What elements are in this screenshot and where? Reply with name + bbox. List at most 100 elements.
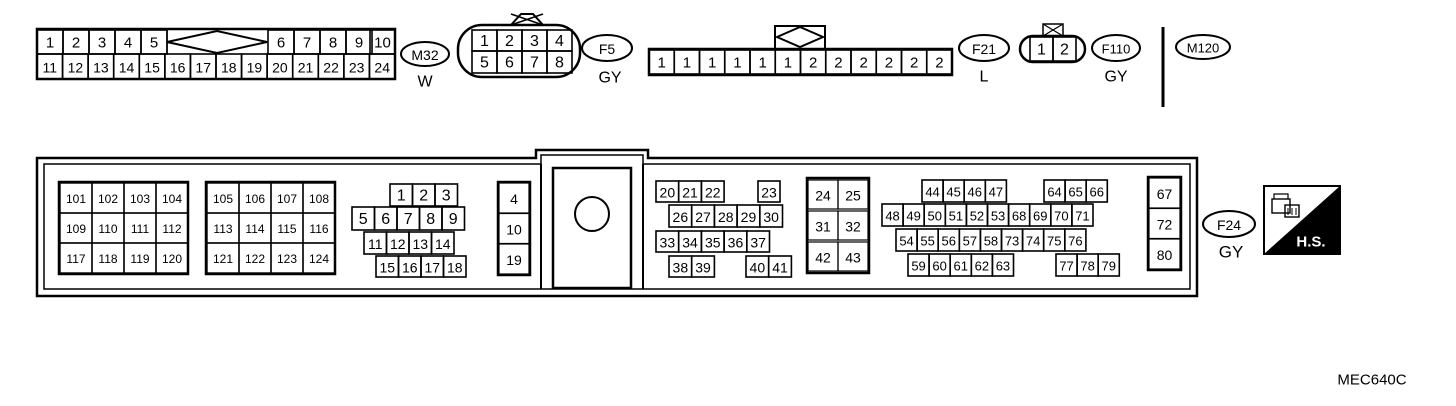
terminal-cell — [434, 183, 459, 207]
terminal-number: 59 — [911, 259, 925, 274]
terminal-number: 52 — [970, 209, 984, 224]
terminal-cell — [758, 204, 784, 228]
terminal-cell — [837, 210, 869, 241]
terminal-number: 24 — [815, 188, 831, 204]
hs-badge-fill — [1264, 186, 1340, 254]
terminal-number: 70 — [1054, 209, 1068, 224]
terminal-number: 11 — [43, 60, 58, 76]
terminal-number: 3 — [530, 33, 539, 50]
connector-f21-id — [958, 34, 1010, 62]
terminal-number: 66 — [1090, 185, 1104, 200]
terminal-number: 101 — [66, 192, 86, 206]
connector-f21-id-label: F21 — [972, 41, 996, 57]
bolt-hole — [574, 196, 610, 232]
terminal-number: 8 — [555, 55, 564, 72]
terminal-number: 122 — [245, 252, 265, 266]
connector-latch — [1042, 23, 1064, 37]
connector-m32-color: W — [417, 74, 433, 91]
terminal-number: 110 — [98, 222, 117, 236]
terminal-number: 38 — [673, 260, 689, 276]
terminal-cell — [1071, 203, 1094, 227]
terminal-number: 80 — [1157, 247, 1173, 263]
terminal-number: 1 — [733, 55, 741, 72]
terminal-number: 1 — [480, 33, 489, 50]
terminal-number: 63 — [996, 259, 1010, 274]
terminal-number: 7 — [303, 35, 311, 52]
terminal-number: 12 — [390, 236, 406, 252]
terminal-number: 56 — [942, 234, 956, 249]
terminal-number: 71 — [1075, 209, 1089, 224]
terminal-cell — [302, 242, 336, 274]
terminal-number: 19 — [247, 60, 263, 76]
terminal-number: 14 — [119, 60, 135, 76]
latch-mark — [510, 13, 544, 26]
terminal-number: 118 — [98, 252, 117, 266]
terminal-number: 1 — [397, 188, 406, 205]
terminal-number: 20 — [660, 185, 676, 201]
bolt-housing — [551, 166, 633, 290]
connector-pictogram-icon — [1271, 193, 1300, 218]
terminal-number: 61 — [954, 259, 968, 274]
terminal-number: 2 — [935, 55, 943, 72]
terminal-number: 16 — [170, 60, 186, 76]
terminal-number: 2 — [885, 55, 893, 72]
connector-f5-id-label: F5 — [599, 41, 616, 57]
terminal-cell — [368, 53, 396, 80]
terminal-number: 17 — [195, 60, 211, 76]
terminal-cell — [546, 50, 573, 74]
terminal-number: 106 — [245, 192, 265, 206]
terminal-number: 64 — [1047, 185, 1061, 200]
terminal-number: 6 — [381, 211, 390, 228]
terminal-number: 31 — [815, 219, 831, 235]
terminal-cell — [984, 179, 1008, 203]
terminal-cell — [837, 179, 869, 210]
terminal-number: 62 — [975, 259, 989, 274]
terminal-number: 40 — [750, 260, 766, 276]
terminal-number: 2 — [809, 55, 817, 72]
terminal-number: 105 — [213, 192, 233, 206]
terminal-number: 77 — [1059, 259, 1073, 274]
terminal-number: 20 — [272, 60, 288, 76]
terminal-number: 12 — [68, 60, 84, 76]
terminal-number: 72 — [1157, 217, 1173, 233]
terminal-number: 42 — [815, 250, 831, 266]
terminal-number: 39 — [695, 260, 711, 276]
ecm-connector-color: GY — [1219, 243, 1244, 262]
terminal-number: 24 — [374, 60, 390, 76]
terminal-number: 11 — [368, 236, 383, 252]
terminal-number: 7 — [530, 55, 539, 72]
terminal-number: 4 — [124, 35, 132, 52]
terminal-number: 73 — [1005, 234, 1019, 249]
hs-badge-label: H.S. — [1296, 234, 1325, 251]
terminal-number: 10 — [374, 35, 391, 52]
terminal-cell — [498, 243, 530, 275]
figure-code: MEC640C — [1337, 372, 1406, 389]
terminal-number: 15 — [379, 260, 395, 276]
terminal-number: 1 — [784, 55, 792, 72]
terminal-number: 13 — [412, 236, 428, 252]
terminal-number: 79 — [1102, 259, 1116, 274]
terminal-cell — [767, 255, 793, 278]
terminal-number: 68 — [1012, 209, 1026, 224]
terminal-number: 3 — [98, 35, 106, 52]
terminal-number: 26 — [673, 209, 689, 225]
terminal-number: 123 — [277, 252, 297, 266]
terminal-number: 2 — [72, 35, 80, 52]
terminal-number: 117 — [66, 252, 85, 266]
terminal-number: 34 — [682, 235, 698, 251]
connector-latch — [166, 29, 268, 55]
terminal-cell — [1148, 238, 1181, 270]
terminal-number: 48 — [885, 209, 899, 224]
terminal-number: 29 — [741, 209, 757, 225]
terminal-number: 67 — [1157, 186, 1173, 202]
terminal-cell — [1052, 36, 1077, 62]
terminal-number: 17 — [424, 260, 440, 276]
terminal-number: 107 — [277, 192, 297, 206]
ecm-connector-id-label: F24 — [1217, 217, 1241, 233]
connector-f110-id-label: F110 — [1102, 42, 1131, 57]
terminal-number: 65 — [1068, 185, 1082, 200]
connector-tab — [774, 25, 826, 50]
terminal-number: 124 — [309, 252, 329, 266]
terminal-cell — [155, 242, 189, 274]
